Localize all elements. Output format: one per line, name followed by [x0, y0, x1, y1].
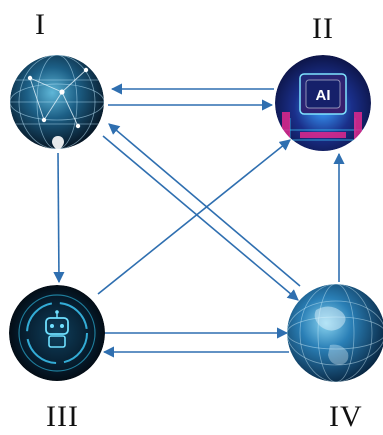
node-II-label: II: [312, 12, 334, 45]
node-I: [10, 55, 104, 149]
arrow-III-to-II: [97, 139, 291, 295]
arrow-I-to-IV: [102, 135, 299, 301]
node-III-label: III: [46, 400, 79, 433]
ai-chip-label: AI: [316, 87, 331, 104]
ai-chip-icon: AI: [275, 55, 371, 151]
robot-icon: [9, 285, 105, 381]
node-IV-label: IV: [329, 400, 363, 433]
node-IV: [287, 284, 383, 382]
arrow-IV-to-I: [108, 123, 301, 287]
node-III: [9, 285, 105, 381]
earth-globe-icon: [287, 284, 383, 382]
edges: [53, 83, 345, 358]
node-II: AI: [275, 55, 371, 151]
arrow-I-to-III: [53, 152, 65, 284]
node-I-label: I: [35, 8, 46, 41]
globe-network-icon: [10, 55, 104, 149]
